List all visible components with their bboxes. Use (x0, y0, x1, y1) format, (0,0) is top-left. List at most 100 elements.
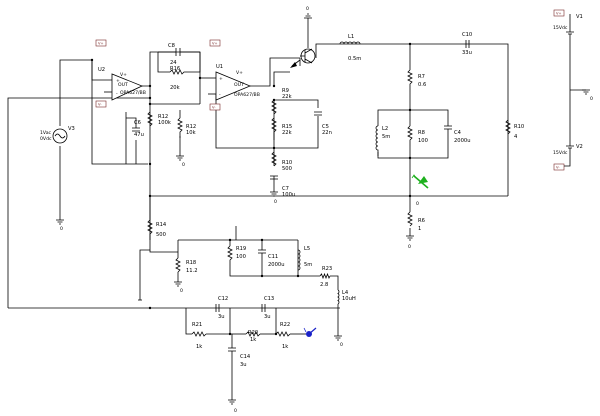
component-labels: C8 24 R16 20k R12 100k C6 47u R12 10k R9… (134, 32, 524, 368)
label-r23-ref: R23 (322, 266, 332, 272)
label-r16-ref: R16 (170, 66, 180, 72)
resistor-r19 (227, 245, 233, 262)
net-label-v2-vminus: V- (553, 163, 565, 171)
resistor-r22 (275, 331, 291, 337)
label-c10-value: 33u (462, 50, 472, 56)
label-c5-ref: C5 (322, 124, 329, 130)
label-c7-value: 100u (282, 192, 295, 198)
resistor-r21 (191, 331, 207, 337)
label-r20-ref: R20 (248, 330, 258, 336)
opamp-u1-vplus: V+ (236, 70, 243, 76)
capacitor-c5 (314, 111, 322, 116)
capacitors (132, 40, 470, 358)
opamp-u2[interactable]: U2 + - OUT V+ OPA627/BB (98, 67, 146, 101)
label-c6-value: 47u (134, 132, 144, 138)
capacitor-c13 (261, 304, 266, 312)
source-v3-ref: V3 (68, 126, 75, 132)
opamp-u2-model: OPA627/BB (120, 90, 146, 96)
label-c4-value: 2000u (454, 138, 471, 144)
label-r9-ref: R9 (282, 88, 289, 94)
svg-text:0: 0 (182, 162, 185, 168)
svg-text:0: 0 (340, 342, 343, 348)
svg-text:0: 0 (274, 199, 277, 205)
label-l5-ref: L5 (304, 246, 310, 252)
inductor-l4 (337, 289, 340, 305)
label-c12-ref: C12 (218, 296, 228, 302)
label-r10-value: 500 (282, 166, 292, 172)
label-r16-value: 20k (170, 85, 180, 91)
inductor-l2 (375, 125, 379, 156)
resistor-r6 (407, 211, 413, 227)
source-v2[interactable]: V2 15Vdc (553, 120, 583, 167)
capacitor-c8 (158, 48, 200, 56)
opamp-u1-plus: + (219, 76, 223, 82)
source-v1[interactable]: V1 15Vdc (553, 14, 583, 60)
label-c13-ref: C13 (264, 296, 274, 302)
source-v3[interactable]: V3 1Vac 0Vdc (40, 126, 75, 144)
voltage-probe-blue[interactable] (303, 327, 317, 337)
opamp-u2-vplus: V+ (120, 72, 127, 78)
label-r18-ref: R18 (186, 260, 196, 266)
opamp-u2-plus: + (116, 78, 120, 84)
resistor-r13 (177, 117, 183, 138)
net-label-u2-vplus: V+ (95, 39, 107, 47)
label-c12-value: 3u (218, 314, 225, 320)
svg-text:V-: V- (98, 103, 102, 107)
label-c13-value: 3u (264, 314, 271, 320)
svg-text:0: 0 (416, 201, 419, 207)
label-c11-ref: C11 (268, 254, 278, 260)
capacitor-c12 (215, 304, 220, 312)
inductors (297, 41, 379, 305)
label-c7-ref: C7 (282, 186, 289, 192)
opamp-u1-ref: U1 (216, 64, 223, 70)
svg-text:V-: V- (556, 166, 560, 170)
label-c8-ref: C8 (168, 43, 175, 49)
label-r8-value: 100 (418, 138, 428, 144)
ground-icon (334, 335, 342, 341)
label-r20-value: 1k (250, 337, 256, 343)
ground-icon (582, 89, 590, 95)
svg-text:V+: V+ (212, 42, 217, 46)
label-r12-ref: R12 (158, 114, 168, 120)
ground-icon (56, 219, 64, 225)
label-r22-ref: R22 (280, 322, 290, 328)
label-l5-value: 5m (304, 262, 312, 268)
source-v2-value: 15Vdc (553, 150, 568, 156)
net-label-u1-vminus: V- (209, 103, 221, 111)
opamp-u2-minus: - (116, 92, 118, 97)
net-label-v1-vplus: V+ (553, 9, 565, 17)
label-r15-value: 22k (282, 130, 292, 136)
svg-text:0: 0 (234, 408, 237, 414)
label-r8-ref: R8 (418, 130, 425, 136)
resistor-r7 (407, 69, 413, 92)
label-r21-value: 1k (196, 344, 202, 350)
svg-text:0: 0 (180, 288, 183, 294)
capacitor-c7 (270, 175, 278, 180)
svg-text:0: 0 (60, 226, 63, 232)
svg-text:0: 0 (306, 6, 309, 12)
label-r7-ref: R7 (418, 74, 425, 80)
source-v3-dc: 0Vdc (40, 136, 52, 142)
svg-text:V+: V+ (556, 12, 561, 16)
resistor-r10 (271, 151, 277, 167)
label-r19-ref: R19 (236, 246, 246, 252)
label-c14-value: 3u (240, 362, 247, 368)
label-r15-ref: R15 (282, 124, 292, 130)
opamp-u1[interactable]: U1 + - OUT V+ OPA627/BB (215, 64, 260, 101)
resistor-r23 (319, 272, 331, 280)
source-v3-ac: 1Vac (40, 130, 52, 136)
source-v1-ref: V1 (576, 14, 583, 20)
ground-icon (270, 191, 278, 197)
resistor-r10b (505, 119, 511, 135)
label-r10b-ref: R10 (514, 124, 524, 130)
label-c10-ref: C10 (462, 32, 472, 38)
wires (7, 18, 509, 400)
resistor-r15 (271, 117, 277, 140)
transistor-q[interactable] (290, 48, 316, 68)
resistors (147, 69, 511, 337)
ground-labels: 0 0 0 0 0 0 0 0 0 0 (60, 6, 593, 414)
label-l4-ref: L4 (342, 290, 349, 296)
opamp-u2-out: OUT (118, 82, 128, 88)
voltage-probe-green[interactable] (411, 174, 429, 189)
label-c11-value: 2000u (268, 262, 285, 268)
